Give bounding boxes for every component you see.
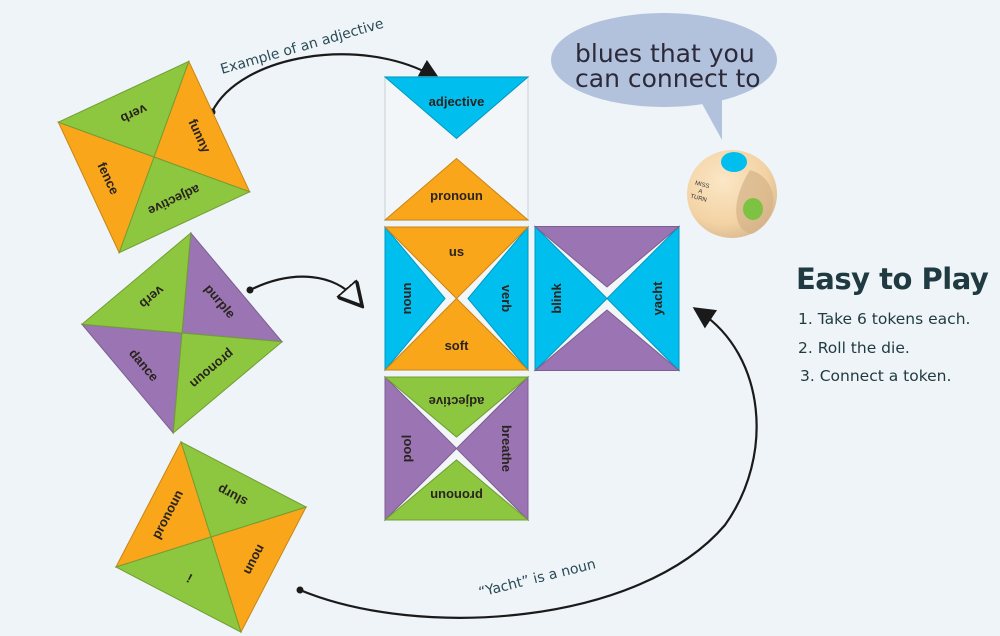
player-hand-tokens: fencefunnyverbadjectivedancepurpleverbpr… xyxy=(57,60,308,634)
board-tile[interactable]: noun verb us soft xyxy=(383,225,530,372)
game-board: adjective pronoun noun verb us soft blink yacht… xyxy=(383,76,681,522)
orange-triangle-top xyxy=(383,226,530,300)
green-triangle-top xyxy=(57,60,190,158)
board-tile[interactable]: blink yacht xyxy=(533,225,681,372)
curved-arrow xyxy=(249,275,355,298)
orange-triangle-bottom xyxy=(383,297,530,371)
green-triangle-bottom xyxy=(114,536,242,634)
word-bottom: ! xyxy=(184,571,195,586)
speech-bubble-line-2: can connect to xyxy=(575,64,761,93)
die[interactable]: MISS A TURN xyxy=(687,150,777,238)
word-left: noun xyxy=(399,283,414,315)
blue-triangle-left xyxy=(534,225,608,372)
word-top: us xyxy=(449,244,464,259)
word-right: yacht xyxy=(650,281,665,316)
curved-arrow xyxy=(211,53,441,113)
speech-bubble-body xyxy=(551,13,777,107)
green-triangle-bottom xyxy=(172,332,284,435)
green-triangle-bottom xyxy=(383,459,530,521)
word-bottom: soft xyxy=(445,338,470,353)
word-top: adjective xyxy=(429,94,485,109)
speech-bubble-tail xyxy=(700,98,722,140)
die-text: MISS xyxy=(694,180,710,190)
die-green-dot xyxy=(743,198,763,220)
instruction-step: 3. Connect a token. xyxy=(800,367,952,385)
die-blue-dot xyxy=(721,152,747,172)
purple-triangle-right xyxy=(455,375,529,522)
instruction-step: 2. Roll the die. xyxy=(798,338,910,357)
instructions-list: 1. Take 6 tokens each. 2. Roll the die. … xyxy=(798,310,970,396)
instruction-step: 1. Take 6 tokens each. xyxy=(798,310,971,328)
purple-triangle-bottom xyxy=(533,309,681,371)
purple-triangle-left xyxy=(384,375,458,522)
blue-triangle-right xyxy=(606,225,680,372)
green-triangle-top xyxy=(180,440,308,538)
word-right: breathe xyxy=(499,425,514,472)
placement-arrow xyxy=(246,275,356,298)
die-text: A xyxy=(698,189,703,196)
miss-a-turn-face: MISS A TURN xyxy=(690,180,710,204)
word-top: adjective xyxy=(429,394,485,409)
yacht-noun-label: “Yacht” is a noun xyxy=(477,556,597,601)
board-tile[interactable]: adjective pronoun xyxy=(383,76,530,221)
word-bottom: pronoun xyxy=(430,488,483,503)
green-triangle-top xyxy=(80,231,192,334)
blue-triangle-top xyxy=(383,76,530,140)
instructions-title: Easy to Play xyxy=(796,262,989,296)
word-left: pool xyxy=(399,435,414,462)
die-text: TURN xyxy=(690,194,708,204)
board-tile[interactable]: pool breathe adjective pronoun xyxy=(383,375,530,522)
speech-bubble-line-1: blues that you xyxy=(575,39,755,68)
curved-arrow xyxy=(299,307,758,619)
speech-bubble: blues that you can connect to xyxy=(551,13,777,140)
purple-triangle-top xyxy=(533,226,681,288)
green-triangle-top xyxy=(383,376,530,438)
word-left: blink xyxy=(549,283,564,314)
word-right: verb xyxy=(499,285,514,313)
blue-triangle-right xyxy=(467,225,529,372)
word-bottom: pronoun xyxy=(430,188,483,203)
blue-triangle-left xyxy=(384,225,446,372)
orange-triangle-bottom xyxy=(383,157,530,221)
adjective-example-label: Example of an adjective xyxy=(219,16,386,78)
green-triangle-bottom xyxy=(118,156,251,254)
